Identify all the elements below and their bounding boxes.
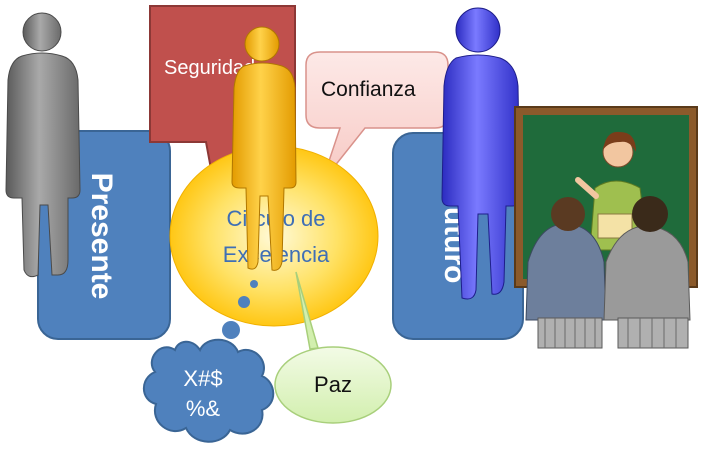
- paz-label: Paz: [314, 372, 352, 397]
- paz-callout: Paz: [274, 271, 392, 424]
- cloud-label-line2: %&: [186, 396, 221, 421]
- student-right: [603, 196, 691, 321]
- cloud-label-line1: X#$: [183, 366, 222, 391]
- student-left: [525, 197, 607, 321]
- person-gray-icon: [5, 12, 81, 278]
- thought-bubble-dots: [222, 280, 258, 339]
- desks: [537, 317, 689, 349]
- presente-label: Presente: [85, 173, 118, 300]
- teacher-figure: [575, 131, 649, 251]
- confianza-label: Confianza: [321, 78, 416, 101]
- confianza-callout: Confianza: [305, 51, 449, 183]
- frustration-cloud: X#$ %&: [142, 338, 275, 443]
- person-yellow-icon: [231, 26, 297, 271]
- seguridad-label: Seguridad: [164, 57, 255, 79]
- classroom-clipart: [514, 106, 698, 349]
- person-blue-icon: [441, 7, 521, 300]
